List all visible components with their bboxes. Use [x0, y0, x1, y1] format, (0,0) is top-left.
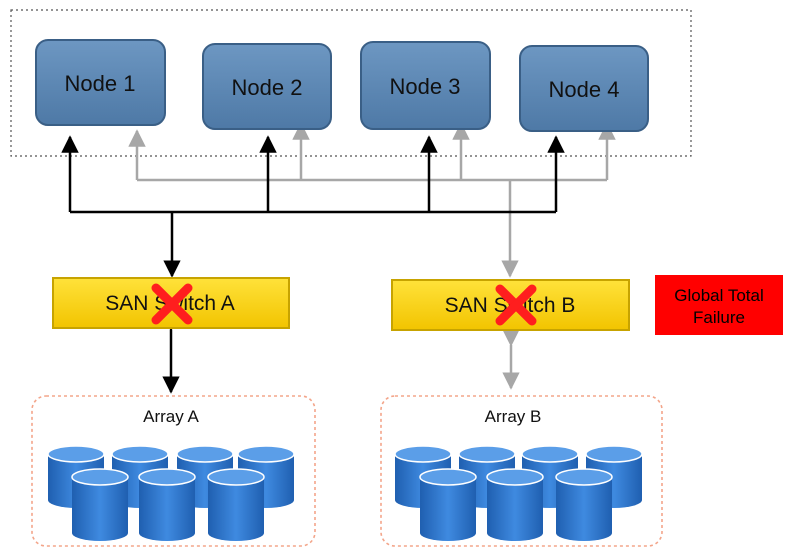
array-a-label: Array A — [143, 407, 199, 426]
array-b: Array B — [380, 395, 663, 547]
node-2-label: Node 2 — [232, 75, 303, 100]
array-b-disks — [394, 445, 643, 541]
node-4: Node 4 — [519, 45, 649, 132]
array-a-disk-icon — [71, 468, 129, 541]
array-a-disk-icon — [138, 468, 196, 541]
node-2: Node 2 — [202, 43, 332, 130]
array-b-disk-icon — [419, 468, 477, 541]
status-box — [655, 275, 783, 335]
array-a-disk-icon — [207, 468, 265, 541]
array-b-disk-icon — [486, 468, 544, 541]
node-3-box — [360, 41, 491, 130]
status-line-2: Failure — [693, 308, 745, 327]
array-a: Array A — [31, 395, 316, 547]
node-4-label: Node 4 — [549, 77, 620, 102]
path-b-connections — [128, 122, 616, 390]
node-3: Node 3 — [360, 41, 491, 130]
node-1-box — [35, 39, 166, 126]
array-b-label: Array B — [485, 407, 542, 426]
switch-a-failure-x-icon — [151, 283, 193, 325]
node-cluster-boundary — [10, 9, 692, 157]
array-a-disks — [47, 445, 295, 541]
path-a-connections — [61, 135, 565, 394]
array-b-boundary — [380, 395, 663, 547]
global-failure-status: Global Total Failure — [655, 275, 783, 335]
node-4-box — [519, 45, 649, 132]
status-line-1: Global Total — [674, 286, 763, 305]
node-1: Node 1 — [35, 39, 166, 126]
san-switch-b: SAN Switch B — [391, 279, 630, 331]
array-a-boundary — [31, 395, 316, 547]
node-3-label: Node 3 — [390, 74, 461, 99]
node-1-label: Node 1 — [65, 71, 136, 96]
array-b-disk-icon — [555, 468, 613, 541]
switch-b-failure-x-icon — [495, 284, 537, 326]
node-2-box — [202, 43, 332, 130]
san-switch-a: SAN Switch A — [52, 277, 290, 329]
